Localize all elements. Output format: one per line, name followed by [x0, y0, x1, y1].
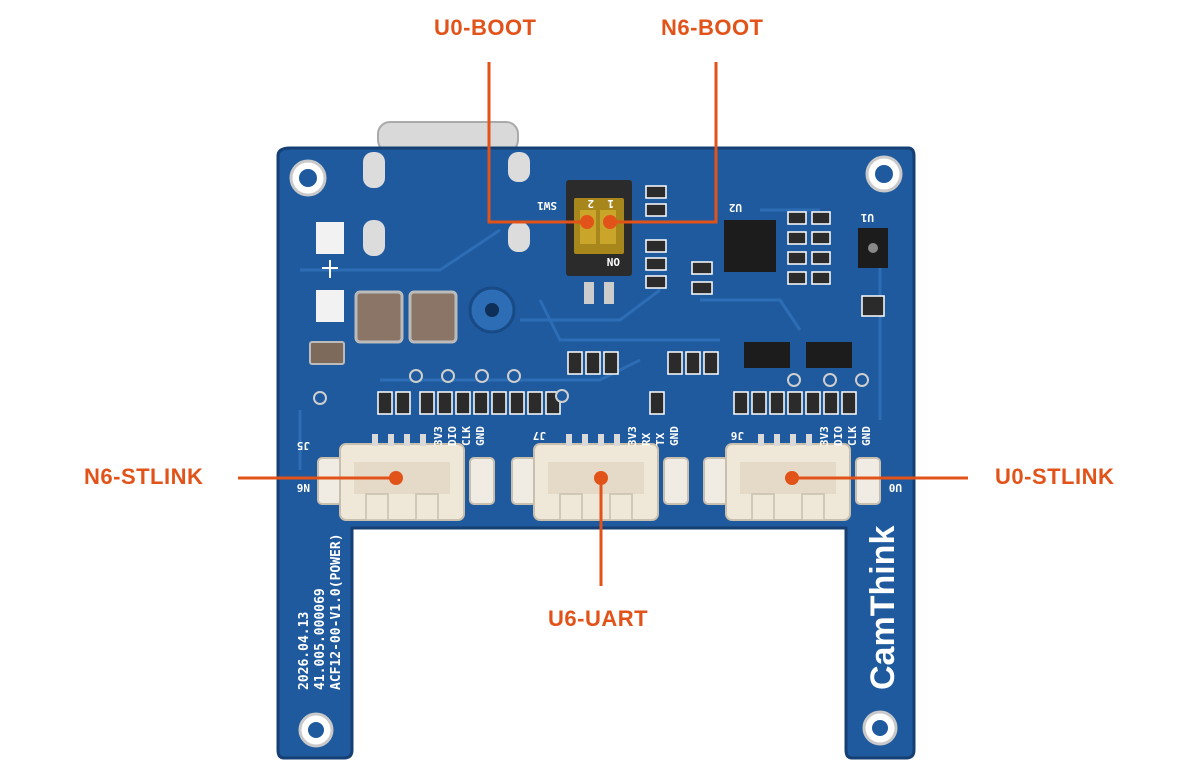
- n6-stlink-dot: [389, 471, 403, 485]
- callout-lines: [238, 62, 968, 586]
- callout-n6-boot: N6-BOOT: [661, 15, 764, 40]
- silk-n6: N6: [296, 481, 310, 494]
- silk-part-number: 41.005.000069: [313, 588, 328, 690]
- silk-date: 2026.04.13: [297, 612, 312, 690]
- silk-j5: J5: [297, 439, 310, 452]
- brand-logo-text: CamThink: [864, 526, 902, 690]
- silk-u2: U2: [729, 201, 742, 214]
- silk-u0: U0: [889, 481, 902, 494]
- silk-u1: U1: [860, 211, 874, 224]
- silk-j6-pin3: CLK: [846, 426, 859, 446]
- silk-j6: J6: [730, 429, 744, 442]
- silk-j7: J7: [533, 429, 546, 442]
- silk-j5-pin3: CLK: [460, 426, 473, 446]
- n6-boot-dot: [603, 215, 617, 229]
- silk-sw1: SW1: [537, 199, 557, 212]
- u0-stlink-dot: [785, 471, 799, 485]
- callout-n6-stlink: N6-STLINK: [84, 464, 204, 489]
- silk-j6-pin2: DIO: [832, 426, 845, 446]
- u0-boot-leader: [487, 62, 587, 224]
- callout-u0-stlink: U0-STLINK: [995, 464, 1115, 489]
- silk-j5-pin1: 3V3: [432, 426, 445, 446]
- silk-j5-pin2: DIO: [446, 426, 459, 446]
- callout-dots: [389, 215, 799, 485]
- u6-uart-dot: [594, 471, 608, 485]
- callout-u0-boot: U0-BOOT: [434, 15, 537, 40]
- silk-j7-pin2: RX: [640, 432, 653, 446]
- silk-sw-num2: 2: [587, 197, 594, 210]
- u0-boot-dot: [580, 215, 594, 229]
- silk-j5-pin4: GND: [474, 426, 487, 446]
- n6-boot-leader: [610, 62, 718, 224]
- silk-model: ACF12-00-V1.0(POWER): [329, 533, 344, 690]
- silk-sw-on: ON: [607, 255, 620, 268]
- connector-j5: [317, 443, 495, 521]
- silk-j7-pin3: TX: [654, 432, 667, 446]
- silk-sw-num1: 1: [607, 197, 614, 210]
- silk-j6-pin1: 3V3: [818, 426, 831, 446]
- callout-u6-uart: U6-UART: [548, 606, 649, 631]
- silk-j6-pin4: GND: [860, 426, 873, 446]
- silk-j7-pin4: GND: [668, 426, 681, 446]
- silk-j7-pin1: 3V3: [626, 426, 639, 446]
